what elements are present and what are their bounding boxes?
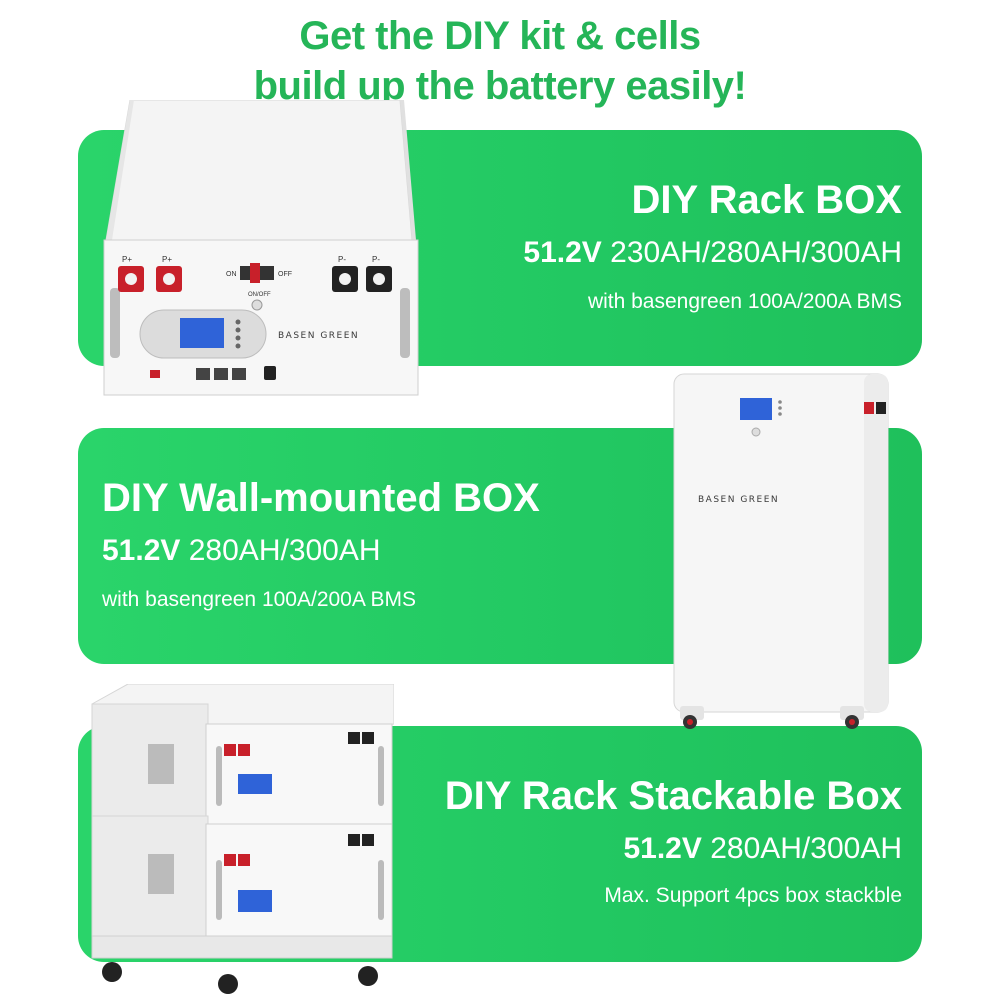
pos-terminal-label: P+ [122,255,132,264]
svg-text:P-: P- [372,255,380,264]
product-spec-stackable-box: 51.2V 280AH/300AH [623,832,902,866]
product-title-stackable-box: DIY Rack Stackable Box [444,774,902,818]
product-title-wall-box: DIY Wall-mounted BOX [102,476,540,520]
product-note-rack-box: with basengreen 100A/200A BMS [587,290,902,313]
wall-box-image: BASEN GREEN [668,372,898,740]
product-capacity: 280AH/300AH [710,832,902,865]
product-title-rack-box: DIY Rack BOX [631,178,903,222]
svg-text:OFF: OFF [278,271,292,278]
rack-box-image: P+ P+ ON OFF ON/OFF P- P- BASEN GREEN [100,99,420,400]
svg-text:P+: P+ [162,255,172,264]
product-spec-rack-box: 51.2V 230AH/280AH/300AH [523,236,902,270]
svg-text:ON/OFF: ON/OFF [248,292,271,298]
stackable-box-image [88,683,395,1000]
svg-text:BASEN GREEN: BASEN GREEN [278,331,359,341]
product-note-stackable-box: Max. Support 4pcs box stackble [604,884,902,907]
svg-text:P-: P- [338,255,346,264]
product-voltage: 51.2V [523,236,602,269]
headline-line-1: Get the DIY kit & cells [299,14,701,58]
svg-text:BASEN GREEN: BASEN GREEN [698,495,779,505]
product-voltage: 51.2V [623,832,702,865]
product-note-wall-box: with basengreen 100A/200A BMS [102,588,417,611]
product-capacity: 230AH/280AH/300AH [610,236,902,269]
product-capacity: 280AH/300AH [188,534,381,567]
product-spec-wall-box: 51.2V 280AH/300AH [102,534,381,568]
product-voltage: 51.2V [102,534,181,567]
svg-text:ON: ON [226,271,237,278]
